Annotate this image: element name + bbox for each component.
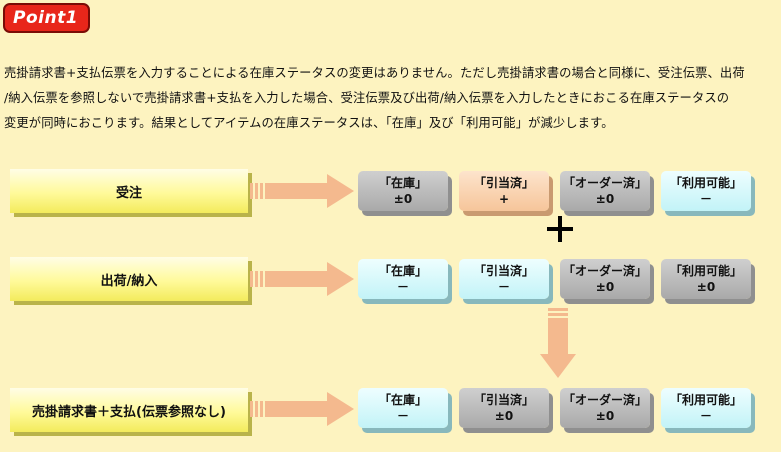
description-line-1: 売掛請求書+支払伝票を入力することによる在庫ステータスの変更はありません。ただし… [4, 66, 745, 80]
plus-icon [547, 216, 573, 242]
cell-allocated: 「引当済」±0 [459, 388, 549, 428]
cell-available: 「利用可能」－ [661, 171, 751, 211]
right-arrow-icon [250, 174, 354, 208]
description-text: 売掛請求書+支払伝票を入力することによる在庫ステータスの変更はありません。ただし… [4, 61, 779, 136]
right-arrow-icon [250, 262, 354, 296]
point-badge: Point1 [3, 3, 90, 33]
cell-available: 「利用可能」±0 [661, 259, 751, 299]
down-arrow-icon [540, 308, 576, 378]
cell-ordered: 「オーダー済」±0 [560, 388, 650, 428]
description-line-3: 変更が同時におこります。結果としてアイテムの在庫ステータスは、「在庫」及び「利用… [4, 116, 614, 130]
cell-stock: 「在庫」±0 [358, 171, 448, 211]
cell-ordered: 「オーダー済」±0 [560, 259, 650, 299]
cell-available: 「利用可能」－ [661, 388, 751, 428]
cell-allocated: 「引当済」+ [459, 171, 549, 211]
right-arrow-icon [250, 392, 354, 426]
row-label-order: 受注 [10, 169, 248, 213]
description-line-2: /納入伝票を参照しないで売掛請求書+支払を入力した場合、受注伝票及び出荷/納入伝… [4, 91, 730, 105]
row-label-shipment: 出荷/納入 [10, 257, 248, 301]
cell-stock: 「在庫」－ [358, 388, 448, 428]
row-label-invoice: 売掛請求書＋支払(伝票参照なし) [10, 388, 248, 432]
cell-stock: 「在庫」－ [358, 259, 448, 299]
cell-ordered: 「オーダー済」±0 [560, 171, 650, 211]
cell-allocated: 「引当済」－ [459, 259, 549, 299]
